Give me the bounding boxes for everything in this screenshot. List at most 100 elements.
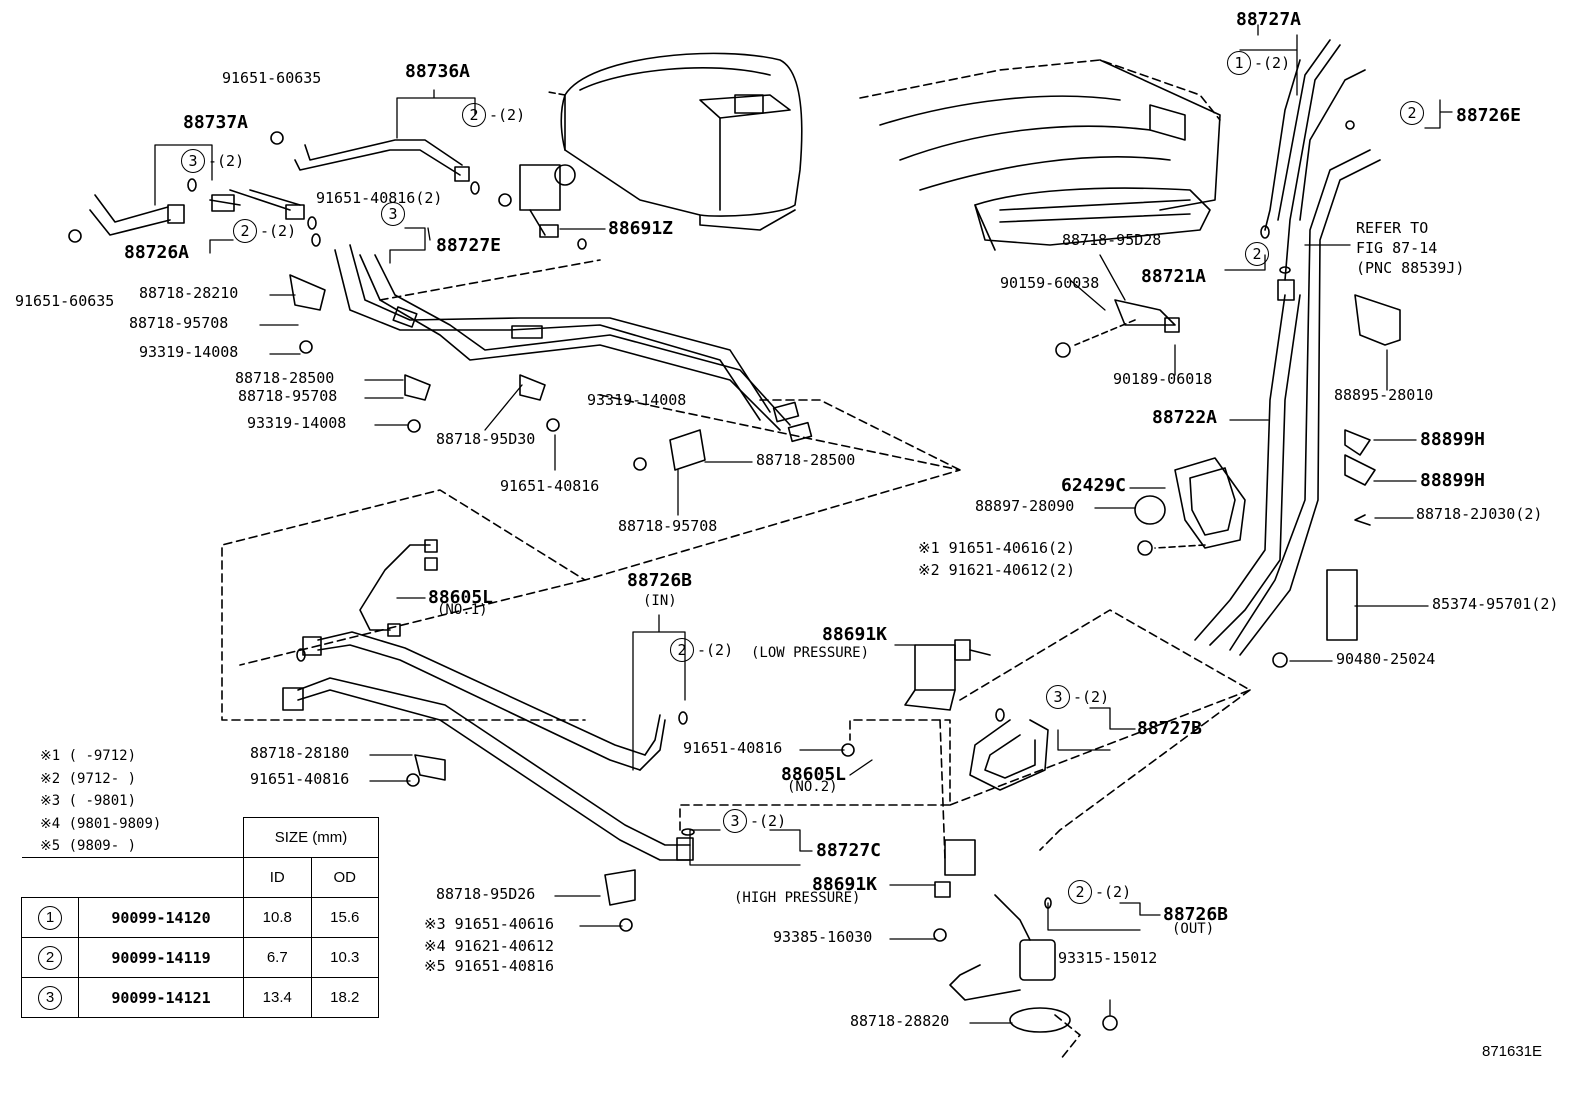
part-label: 93319-14008 — [587, 391, 687, 409]
oring-number: 3 — [723, 809, 747, 833]
oring-quantity: -(2) — [697, 640, 734, 659]
oring-callout: 1-(2) — [1227, 51, 1290, 75]
part-label: 88605L — [781, 764, 847, 785]
part-label: (NO.2) — [787, 779, 838, 795]
oring-number: 3 — [381, 202, 405, 226]
part-label: ※3 91651-40616 — [424, 915, 554, 933]
part-label: 90480-25024 — [1336, 650, 1436, 668]
part-label: (IN) — [643, 593, 677, 609]
part-label: REFER TO — [1356, 219, 1429, 237]
part-number: 90099-14119 — [78, 937, 244, 978]
oring-callout: 2-(2) — [233, 219, 296, 243]
table-row: 2 90099-14119 6.7 10.3 — [21, 937, 379, 978]
col-od-header: OD — [310, 857, 379, 898]
part-label: 91651-40816 — [500, 477, 600, 495]
part-label: 93319-14008 — [247, 414, 347, 432]
part-label: 88691K — [812, 874, 878, 895]
oring-callout: 2-(2) — [670, 638, 733, 662]
part-label: 88721A — [1141, 266, 1207, 287]
part-label: 88718-28210 — [139, 284, 239, 302]
part-label: 93319-14008 — [139, 343, 239, 361]
fasteners — [68, 131, 1118, 1031]
part-label: 62429C — [1061, 475, 1127, 496]
part-label: 88718-95D26 — [436, 885, 536, 903]
outer-diameter: 18.2 — [310, 977, 379, 1018]
part-label: 88727A — [1236, 9, 1302, 30]
part-number: 90099-14121 — [78, 977, 244, 1018]
part-label: (HIGH PRESSURE) — [734, 890, 861, 906]
oring-number: 1 — [38, 905, 62, 930]
part-label: 88718-95708 — [238, 387, 338, 405]
part-label: 90189-06018 — [1113, 370, 1213, 388]
part-label: 91651-60635 — [222, 69, 322, 87]
oring-quantity: -(2) — [208, 151, 245, 170]
oring-callout: 2-(2) — [1068, 880, 1131, 904]
upper-pipe-assembly — [89, 139, 813, 443]
leader-lines — [154, 24, 1453, 1024]
oring-callout: 3-(2) — [181, 149, 244, 173]
part-label: (PNC 88539J) — [1356, 259, 1465, 277]
oring-quantity: -(2) — [260, 221, 297, 240]
part-label: 88899H — [1420, 470, 1486, 491]
part-label: 88727E — [436, 235, 502, 256]
part-label: ※2 91621-40612(2) — [918, 561, 1076, 579]
part-label: 88727B — [1137, 718, 1203, 739]
inner-diameter: 13.4 — [243, 977, 312, 1018]
footnote: ※2 (9712- ) — [40, 770, 137, 787]
part-label: 88718-28820 — [850, 1012, 950, 1030]
part-label: 91651-60635 — [15, 292, 115, 310]
right-hose-assembly — [1055, 39, 1401, 668]
oring-number: 2 — [38, 945, 62, 970]
oring-quantity: -(2) — [489, 105, 526, 124]
oring-number: 2 — [462, 103, 486, 127]
oring-quantity: -(2) — [1254, 53, 1291, 72]
oring-size-table: SIZE (mm) ID OD 1 90099-14120 10.8 15.6 … — [21, 817, 379, 1018]
part-label: 88899H — [1420, 429, 1486, 450]
part-label: 88691Z — [608, 218, 674, 239]
oring-number: 2 — [670, 638, 694, 662]
part-label: 88727C — [816, 840, 882, 861]
vehicle-body-drawing — [859, 59, 1221, 251]
part-label: 88691K — [822, 624, 888, 645]
oring-callout: 3-(2) — [723, 809, 786, 833]
part-label: 91651-40816 — [250, 770, 350, 788]
oring-callout: 3 — [381, 202, 408, 226]
oring-number: 3 — [38, 985, 62, 1010]
part-label: 93385-16030 — [773, 928, 873, 946]
part-label: 88718-95708 — [129, 314, 229, 332]
part-label: 88718-95708 — [618, 517, 718, 535]
oring-callout: 3-(2) — [1046, 685, 1109, 709]
oring-number: 3 — [1046, 685, 1070, 709]
part-label: FIG 87-14 — [1356, 239, 1438, 257]
part-label: 88736A — [405, 61, 471, 82]
part-label: 88605L — [428, 587, 494, 608]
part-label: ※5 91651-40816 — [424, 957, 554, 975]
oring-quantity: -(2) — [750, 811, 787, 830]
part-label: 88718-28180 — [250, 744, 350, 762]
oring-number: 2 — [1068, 880, 1092, 904]
oring-number: 3 — [181, 149, 205, 173]
inner-diameter: 10.8 — [243, 897, 312, 938]
size-header: SIZE (mm) — [243, 817, 379, 858]
blower-unit-drawing — [547, 52, 803, 231]
table-row: 3 90099-14121 13.4 18.2 — [21, 977, 379, 1018]
oring-number: 1 — [1227, 51, 1251, 75]
inner-diameter: 6.7 — [243, 937, 312, 978]
part-label: (NO.1) — [437, 602, 488, 618]
part-label: 88726A — [124, 242, 190, 263]
part-label: 88718-95D30 — [436, 430, 536, 448]
oring-callout: 2 — [1400, 101, 1427, 125]
oring-callout: 2-(2) — [462, 103, 525, 127]
oring-marks — [187, 120, 1355, 909]
part-label: 88726E — [1456, 105, 1522, 126]
part-number: 90099-14120 — [78, 897, 244, 938]
oring-number: 2 — [1400, 101, 1424, 125]
part-label: (LOW PRESSURE) — [751, 645, 870, 661]
part-label: ※4 91621-40612 — [424, 937, 554, 955]
part-label: 88722A — [1152, 407, 1218, 428]
part-label: 91651-40816(2) — [316, 189, 443, 207]
footnote: ※1 ( -9712) — [40, 748, 137, 764]
part-label: 88895-28010 — [1334, 386, 1434, 404]
